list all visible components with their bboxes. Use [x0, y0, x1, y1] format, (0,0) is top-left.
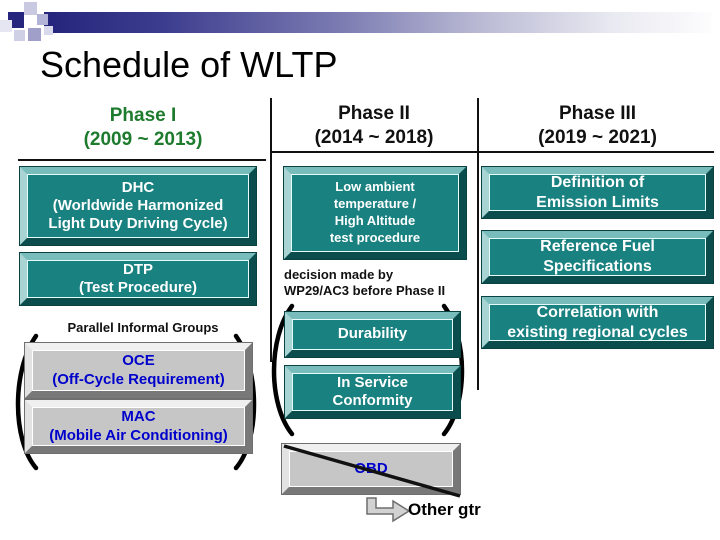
box-low-ambient-line1: Low ambient: [335, 179, 415, 195]
mosaic-square: [8, 12, 24, 28]
mosaic-square: [14, 30, 25, 41]
box-dhc-line2: (Worldwide Harmonized: [52, 196, 224, 214]
box-durability-label: Durability: [337, 325, 408, 343]
mosaic-square: [24, 2, 37, 15]
box-oce-line1: OCE: [122, 352, 155, 370]
box-emission-line1: Definition of: [550, 173, 645, 191]
phase2-header-title: Phase II: [338, 103, 410, 124]
decision-note: decision made by WP29/AC3 before Phase I…: [284, 267, 484, 300]
box-durability: Durability: [285, 312, 460, 357]
elbow-arrow-icon: [366, 497, 411, 523]
box-mac-line1: MAC: [121, 408, 156, 426]
column-divider-1: [270, 98, 272, 362]
box-in-service-conformity: In Service Conformity: [285, 366, 460, 418]
mosaic-square: [37, 14, 48, 25]
slide-title: Schedule of WLTP: [40, 44, 338, 85]
box-fuel-line2: Specifications: [543, 258, 652, 275]
box-correlation-line1: Correlation with: [536, 303, 659, 321]
phase2-header: Phase II (2014 ~ 2018): [272, 102, 476, 150]
box-isc-line2: Conformity: [332, 392, 413, 409]
box-dhc: DHC (Worldwide Harmonized Light Duty Dri…: [20, 167, 256, 245]
box-dtp-line1: DTP: [123, 260, 153, 278]
phase3-header-title: Phase III: [558, 103, 637, 124]
column-divider-2: [477, 98, 479, 390]
phase1-header-years: (2009 ~ 2013): [83, 128, 203, 150]
box-mac-line2: (Mobile Air Conditioning): [49, 426, 228, 444]
box-mac: MAC (Mobile Air Conditioning): [25, 400, 252, 453]
box-dhc-line3: Light Duty Driving Cycle): [48, 215, 228, 233]
box-low-ambient-line3: High Altitude: [334, 213, 416, 228]
mosaic-square: [0, 20, 12, 32]
box-low-ambient-line4: test procedure: [329, 229, 421, 245]
box-fuel-line1: Reference Fuel: [540, 238, 655, 256]
box-oce: OCE (Off-Cycle Requirement): [25, 343, 252, 398]
box-correlation: Correlation with existing regional cycle…: [482, 297, 713, 348]
decision-note-line1: decision made by: [284, 267, 394, 282]
box-low-ambient: Low ambient temperature / High Altitude …: [284, 167, 466, 259]
box-emission-limits: Definition of Emission Limits: [482, 167, 713, 218]
box-dhc-line1: DHC: [121, 178, 155, 196]
phase3-header: Phase III (2019 ~ 2021): [480, 102, 715, 150]
box-dtp: DTP (Test Procedure): [20, 253, 256, 305]
box-dtp-line2: (Test Procedure): [78, 279, 198, 296]
parallel-informal-groups-label: Parallel Informal Groups: [67, 320, 219, 335]
mosaic-square: [44, 26, 53, 35]
phase2-3-header-underline: [272, 151, 714, 153]
phase2-header-years: (2014 ~ 2018): [314, 126, 434, 148]
decision-note-line2: WP29/AC3 before Phase II: [284, 283, 446, 299]
box-oce-line2: (Off-Cycle Requirement): [52, 370, 225, 388]
other-gtr-label: Other gtr: [408, 500, 481, 519]
obd-strikethrough-line: [283, 444, 461, 498]
box-emission-line2: Emission Limits: [536, 193, 659, 211]
gradient-bar: [44, 12, 712, 33]
mosaic-square: [28, 28, 41, 41]
phase1-header: Phase I (2009 ~ 2013): [18, 104, 268, 152]
box-low-ambient-line2: temperature /: [333, 196, 417, 212]
box-correlation-line2: existing regional cycles: [507, 323, 688, 341]
box-reference-fuel: Reference Fuel Specifications: [482, 231, 713, 283]
phase1-header-title: Phase I: [109, 105, 177, 126]
box-isc-line1: In Service: [337, 373, 408, 391]
phase3-header-years: (2019 ~ 2021): [538, 126, 657, 148]
phase1-header-underline: [18, 159, 266, 161]
